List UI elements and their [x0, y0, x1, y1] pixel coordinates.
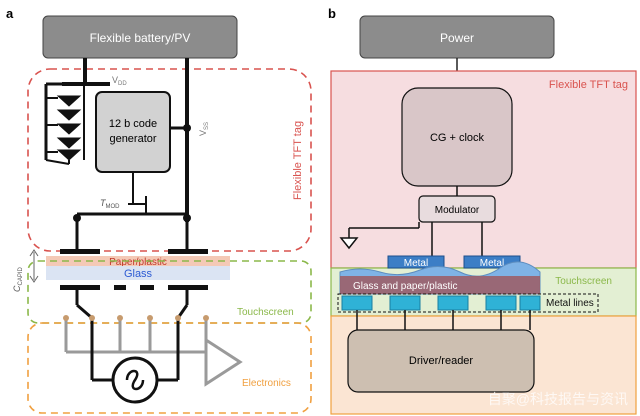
battery-label: Flexible battery/PV: [90, 31, 191, 45]
glass-layer: [46, 266, 230, 280]
cap-plate-left: [60, 249, 100, 254]
touchscreen-label-a: Touchscreen: [237, 307, 294, 318]
metal-right-label: Metal: [480, 258, 504, 269]
tft-tag-label-a: Flexible TFT tag: [292, 121, 304, 200]
metal-lines-label: Metal lines: [546, 298, 594, 309]
metal-pad-left: [387, 255, 445, 269]
watermark: 自聚@科技报告与资讯: [488, 391, 628, 407]
electronics-label: Electronics: [242, 378, 291, 389]
ground-icon: [339, 237, 359, 250]
paper-plastic-label: Paper/plastic: [109, 257, 167, 268]
glass-label: Glass: [124, 268, 153, 280]
metal-left-label: Metal: [404, 258, 428, 269]
power-label: Power: [440, 31, 474, 45]
battery-box: [42, 15, 238, 59]
electronics-region: [27, 322, 312, 414]
modulator-label: Modulator: [435, 205, 480, 216]
driver-reader-box: [347, 329, 535, 393]
code-gen-line1: 12 b code: [109, 118, 157, 130]
code-generator-box: [95, 91, 171, 173]
vss-label: VSS: [198, 122, 210, 136]
vdd-label: VDD: [112, 75, 127, 87]
touchscreen-label-b: Touchscreen: [555, 276, 612, 287]
ccapid-label: CCAPID: [12, 266, 24, 292]
tmod-label: TMOD: [100, 198, 120, 210]
touchscreen-electrodes: [60, 285, 208, 290]
glass-paper-label: Glass and paper/plastic: [353, 281, 458, 292]
glass-paper-layer: [340, 276, 540, 294]
cg-clock-label: CG + clock: [430, 132, 485, 144]
code-gen-line2: generator: [109, 133, 156, 145]
ring-oscillator: [44, 82, 85, 165]
tft-tag-label-b: Flexible TFT tag: [549, 79, 628, 91]
metal-lines: [341, 295, 541, 311]
panel-a-label: a: [6, 6, 14, 21]
modulator-box: [418, 195, 496, 223]
panel-b-label: b: [328, 6, 336, 21]
driver-reader-label: Driver/reader: [409, 355, 474, 367]
cap-plate-right: [168, 249, 208, 254]
